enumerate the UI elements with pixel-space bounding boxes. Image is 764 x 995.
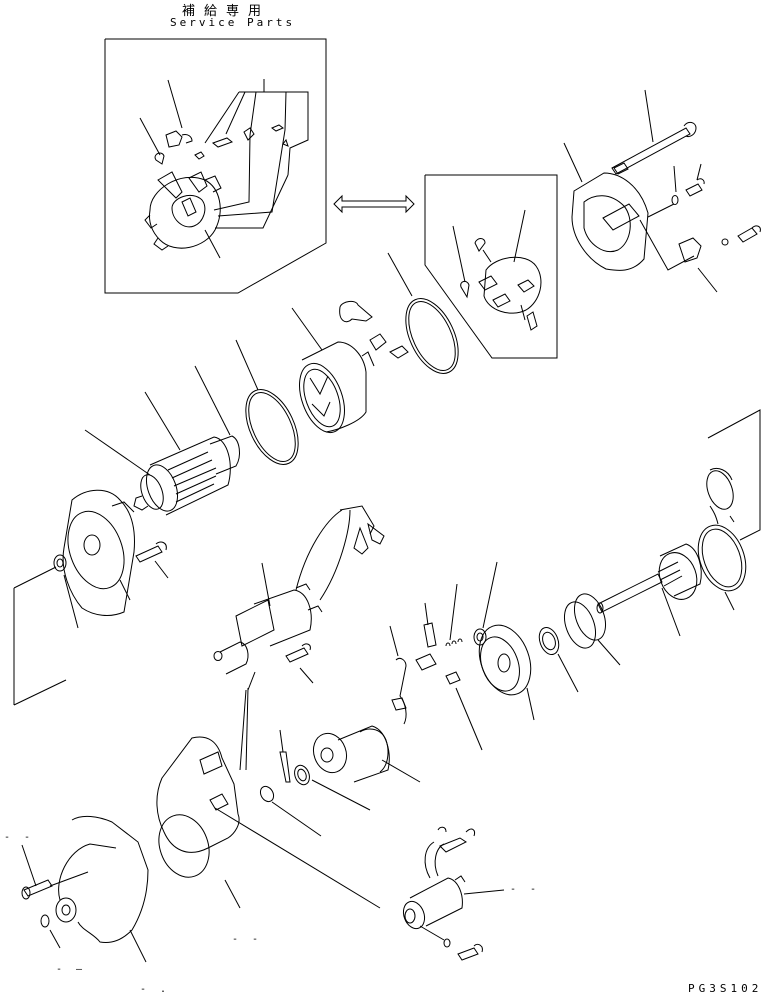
callout-magnetic-switch: - - (510, 884, 541, 895)
interchangeable-arrow (334, 196, 414, 212)
service-parts-title-jp: 補給専用 (182, 4, 271, 19)
armature-yoke-group (85, 253, 469, 515)
callout-front-housing-gasket: - - (232, 934, 263, 945)
service-parts-box (105, 39, 326, 293)
solenoid-group (214, 506, 384, 690)
brush-holder-alt-box (425, 175, 557, 358)
callout-front-plug: - — (56, 964, 87, 975)
drawing-code: PG3S102 (688, 982, 763, 995)
clutch-lever-group (246, 562, 497, 836)
callout-front-bolt: - - (4, 832, 35, 843)
magnetic-switch-group (400, 827, 504, 960)
gear-shaft-group (470, 410, 760, 720)
front-housing-group (22, 690, 380, 962)
rear-cover-group (564, 90, 760, 292)
pinion-housing-group (14, 490, 168, 705)
callout-front-housing: - . (140, 984, 171, 995)
service-parts-title-en: Service Parts (170, 16, 296, 29)
